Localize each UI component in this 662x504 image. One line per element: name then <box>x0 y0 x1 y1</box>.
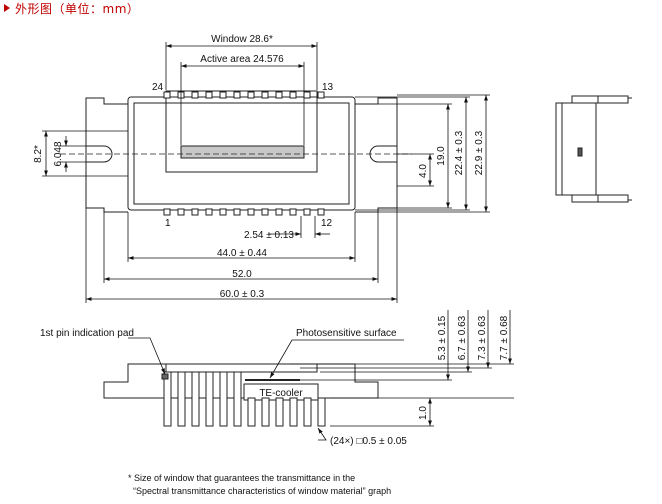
pin-24-label: 24 <box>152 82 164 93</box>
dim-22-9-label: 22.9 ± 0.3 <box>474 130 485 175</box>
side-bottom-pin <box>571 194 599 203</box>
photosensitive-label: Photosensitive surface <box>296 328 397 339</box>
dim-1-0-label: 1.0 <box>418 406 429 420</box>
right-flange <box>355 97 398 213</box>
side-view <box>555 95 632 203</box>
footnote-line-2: “Spectral transmittance characteristics … <box>133 486 391 496</box>
bottom-pin-row <box>163 208 325 216</box>
pin1-pad <box>161 373 169 380</box>
dim-22-4-label: 22.4 ± 0.3 <box>454 130 465 175</box>
right-mounting-slot <box>369 145 397 163</box>
top-view-labels: Window 28.6* Active area 24.576 24 13 1 … <box>33 34 485 300</box>
section-pins <box>163 371 326 427</box>
window-dim-label: Window 28.6* <box>211 34 273 45</box>
pin-1-label: 1 <box>165 218 171 229</box>
top-view-dimensions <box>42 42 490 303</box>
pin1-pad-label: 1st pin indication pad <box>40 328 134 339</box>
dim-44-label: 44.0 ± 0.44 <box>217 248 267 259</box>
dim-7-7-label: 7.7 ± 0.68 <box>499 315 510 360</box>
active-area <box>180 145 305 159</box>
triangle-bullet-icon <box>4 4 10 12</box>
top-view <box>60 90 412 216</box>
section-view <box>103 363 379 427</box>
package-body <box>127 96 356 211</box>
section-header: 外形图（单位：mm） <box>4 0 139 16</box>
left-flange <box>85 97 128 213</box>
pin-12-label: 12 <box>321 218 333 229</box>
dim-8-2-label: 8.2* <box>33 145 44 163</box>
dim-19-0-label: 19.0 <box>436 146 447 166</box>
te-cooler-label: TE-cooler <box>259 388 303 399</box>
dim-52-label: 52.0 <box>232 269 252 280</box>
pin-size-label: (24×) □0.5 ± 0.05 <box>330 436 407 447</box>
pitch-dim-label: 2.54 ± 0.13 <box>244 230 294 241</box>
dim-6-048-label: 6.048 <box>53 141 64 166</box>
section-labels: 1st pin indication pad Photosensitive su… <box>40 315 510 447</box>
dim-4-0-label: 4.0 <box>418 164 429 178</box>
dim-60-label: 60.0 ± 0.3 <box>220 289 265 300</box>
pin-13-label: 13 <box>322 82 334 93</box>
section-window <box>165 363 318 373</box>
dim-5-3-label: 5.3 ± 0.15 <box>437 315 448 360</box>
active-area-dim-label: Active area 24.576 <box>200 54 284 65</box>
left-mounting-slot <box>86 145 113 163</box>
package-inner <box>133 102 350 205</box>
footnote: * Size of window that guarantees the tra… <box>128 473 391 496</box>
footnote-line-1: * Size of window that guarantees the tra… <box>128 473 355 483</box>
dim-7-3-label: 7.3 ± 0.63 <box>477 315 488 360</box>
side-index-mark <box>577 147 583 157</box>
section-title: 外形图（单位：mm） <box>15 1 140 16</box>
section-dimensions <box>128 310 514 441</box>
dim-6-7-label: 6.7 ± 0.63 <box>457 315 468 360</box>
window-outline <box>165 90 318 173</box>
side-top-pin <box>571 95 599 104</box>
